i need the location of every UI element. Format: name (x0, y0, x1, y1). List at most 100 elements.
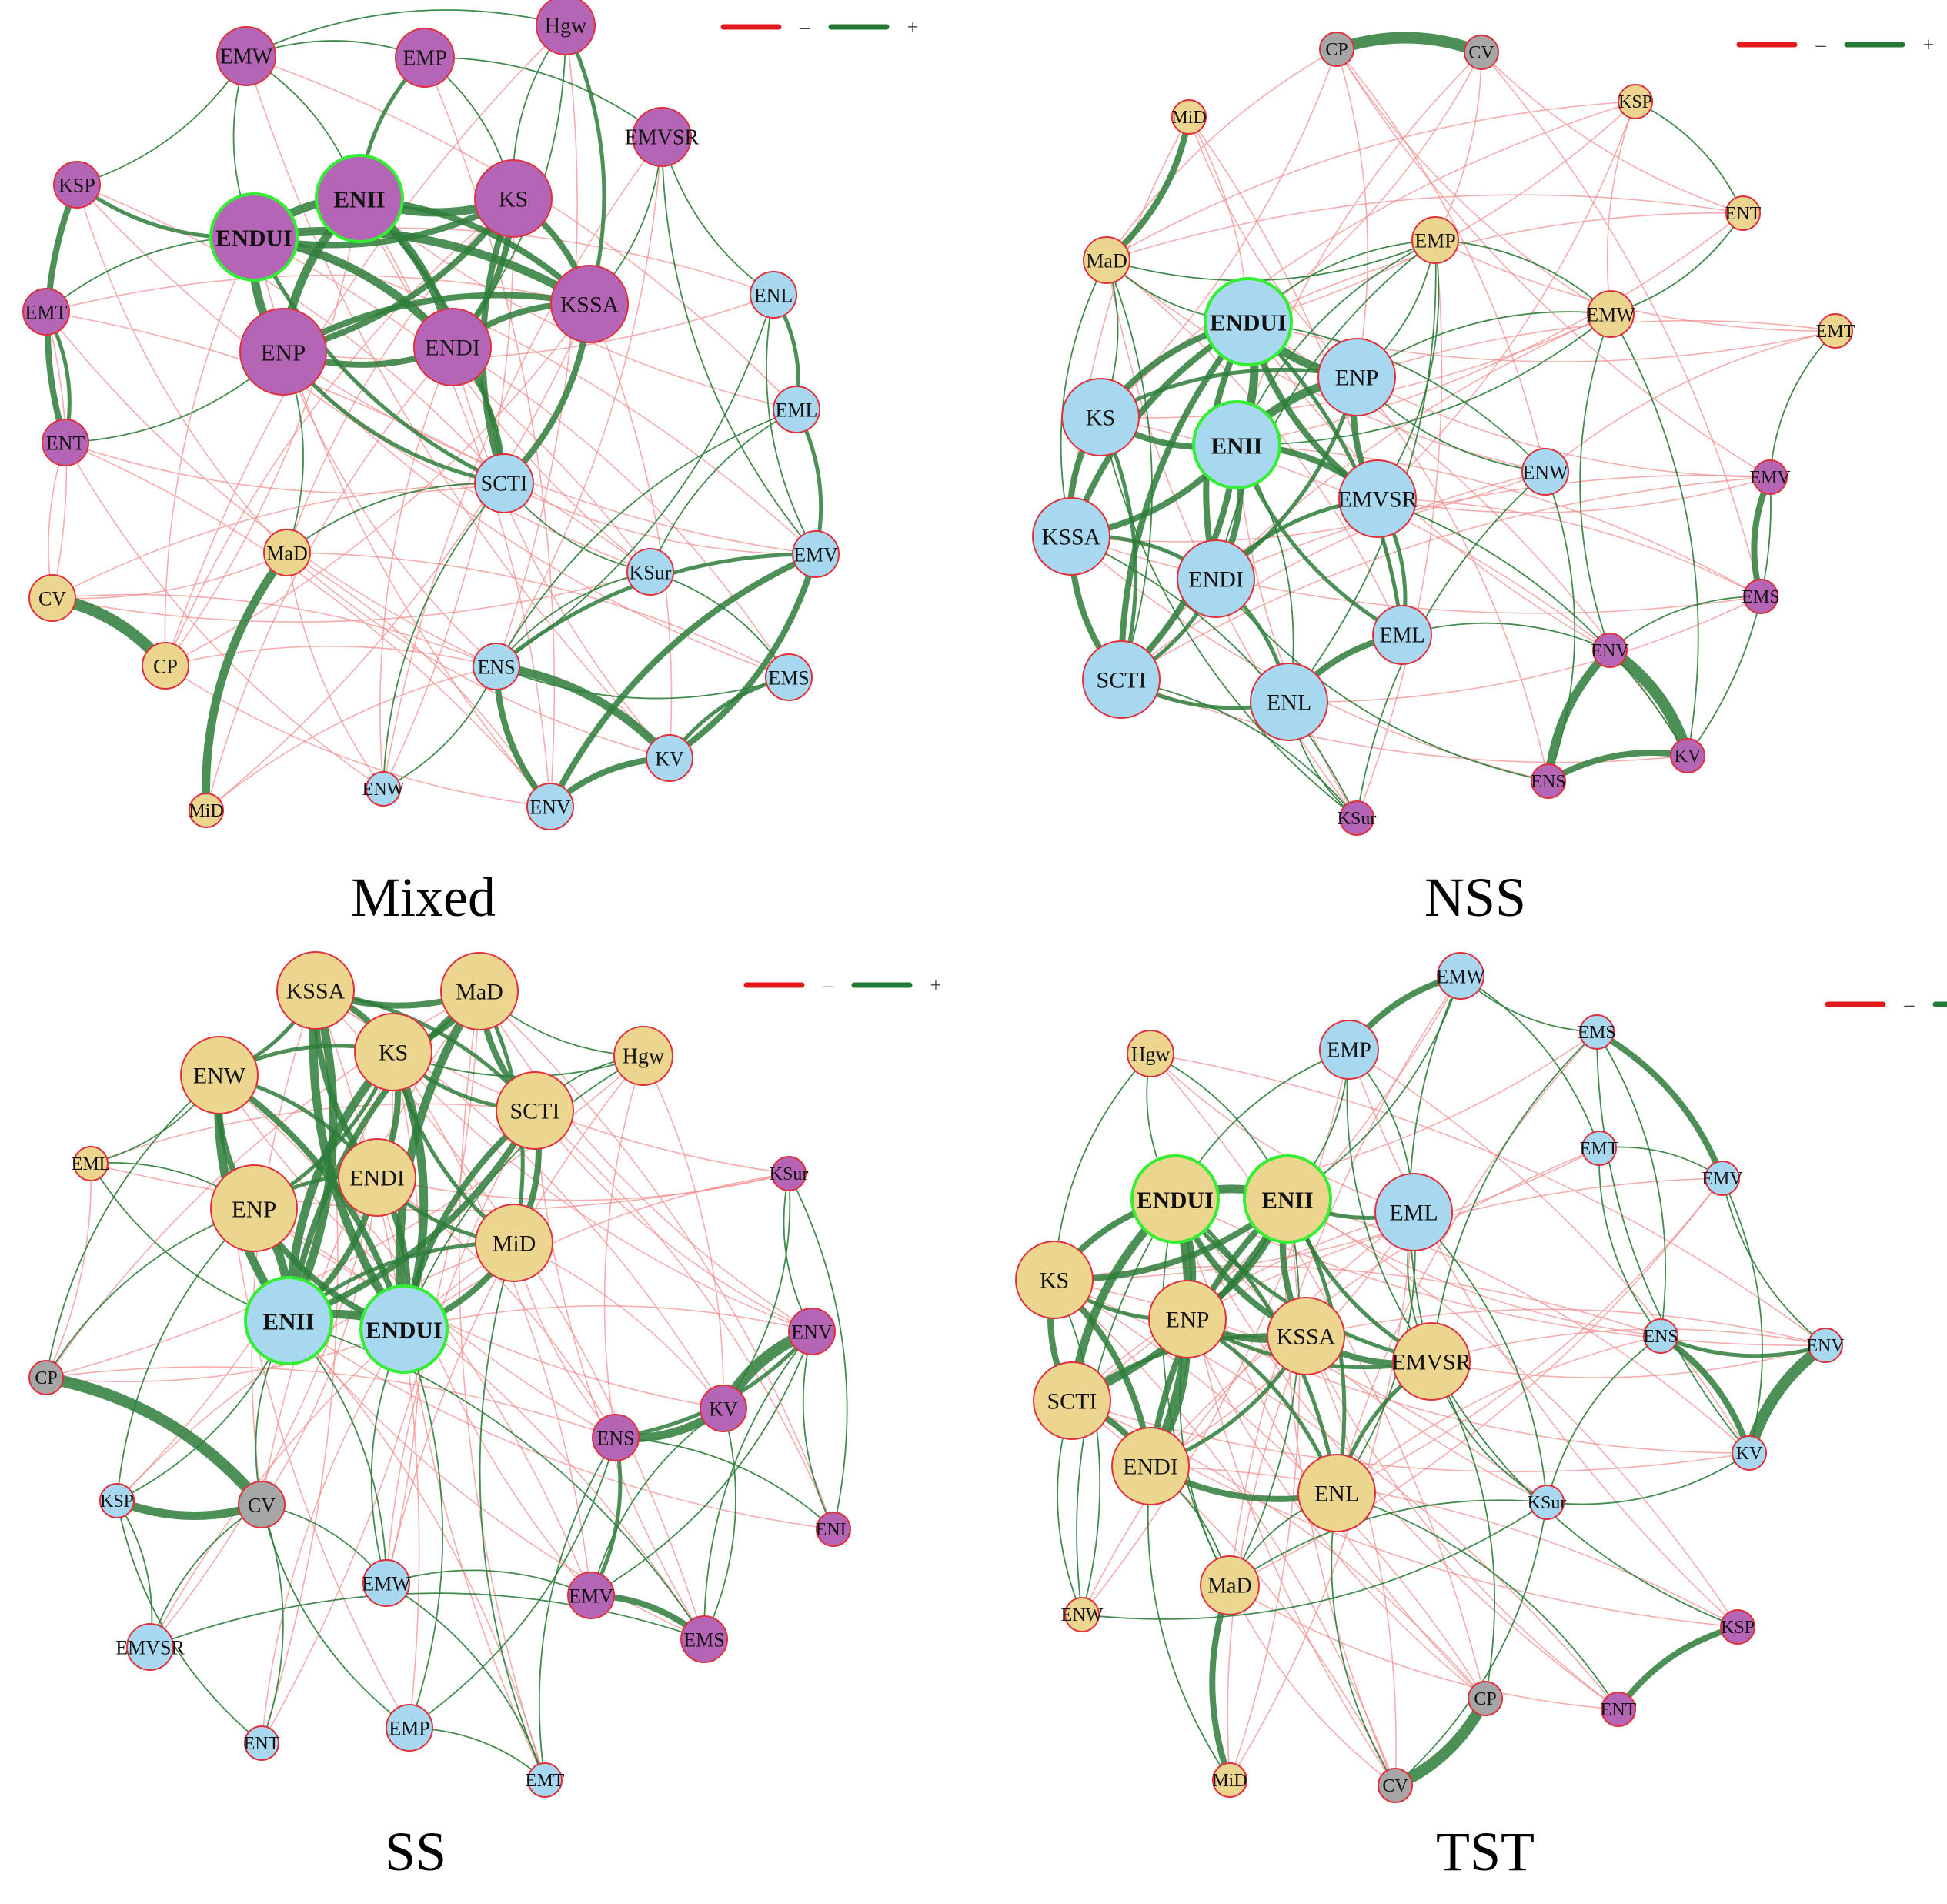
node-circle (567, 1572, 615, 1619)
node-label: ENT (1725, 204, 1762, 224)
node-circle (1531, 763, 1566, 799)
negative-edge (1236, 212, 1744, 446)
negative-edge (1054, 1279, 1396, 1786)
node-enl: ENL (1297, 1454, 1376, 1532)
node-circle (1670, 738, 1705, 773)
positive-edge (666, 551, 819, 761)
node-label: KSP (58, 175, 95, 197)
node-label: ENP (261, 339, 306, 366)
node-circle (1732, 1435, 1767, 1471)
negative-edge (1336, 1031, 1598, 1494)
node-circle (1212, 1762, 1247, 1798)
node-label: KSSA (560, 292, 620, 318)
node-circle (359, 1284, 449, 1374)
negative-edge (1229, 1585, 1396, 1786)
node-ens: ENS (592, 1414, 640, 1461)
positive-edge (615, 1437, 834, 1530)
positive-edge (1545, 750, 1691, 784)
node-ems: EMS (765, 653, 813, 701)
node-label: KV (709, 1398, 738, 1421)
negative-edge (1305, 1308, 1826, 1346)
positive-edge (149, 1592, 705, 1648)
negative-edge (1106, 48, 1338, 261)
node-circle (816, 1512, 851, 1547)
negative-edge (1188, 116, 1358, 378)
positive-edge (496, 409, 797, 667)
positive-edge (1434, 239, 1611, 315)
node-cp: CP (1468, 1681, 1503, 1716)
negative-edge (286, 552, 670, 759)
node-label: ENS (596, 1428, 634, 1450)
node-circle (53, 161, 101, 209)
positive-edge (547, 551, 819, 810)
positive-edge (284, 986, 338, 1325)
nss-caption: NSS (1424, 867, 1526, 928)
node-enw: ENW (1061, 1597, 1104, 1632)
negative-edge (496, 136, 663, 667)
node-emvsr: EMVSR (625, 107, 700, 167)
node-emv: EMV (567, 1572, 615, 1619)
node-label: ENW (1522, 462, 1568, 484)
node-endui: ENDUI (1130, 1154, 1220, 1244)
node-circle (1374, 1173, 1453, 1251)
node-label: CP (35, 1368, 57, 1388)
node-circle (413, 308, 492, 386)
negative-edge (1356, 376, 1549, 782)
node-label: ENDUI (366, 1317, 442, 1344)
node-ks: KS (1061, 378, 1140, 456)
node-env: ENV (526, 783, 574, 830)
node-circle (550, 265, 629, 343)
negative-edge (76, 184, 288, 553)
node-enii: ENII (1192, 400, 1281, 489)
node-label: EMW (1586, 304, 1635, 326)
node-circle (395, 28, 455, 88)
positive-edge (496, 666, 790, 700)
negative-edge (1054, 1279, 1486, 1699)
negative-edge (386, 1055, 644, 1584)
negative-edge (282, 351, 817, 555)
negative-edge (282, 351, 497, 667)
node-circle (1111, 1427, 1190, 1505)
positive-edge (116, 1500, 262, 1744)
node-label: KSur (630, 562, 672, 584)
node-endui: ENDUI (359, 1284, 449, 1374)
node-label: MiD (1212, 1771, 1247, 1791)
node-circle (1579, 1014, 1615, 1050)
positive-edge (1594, 1029, 1725, 1181)
positive-edge (788, 1173, 848, 1530)
node-circle (440, 952, 519, 1030)
node-circle (1200, 1555, 1260, 1615)
node-circle (189, 793, 224, 828)
negative-edge (282, 351, 790, 678)
node-emw: EMW (362, 1559, 411, 1607)
node-circle (1177, 539, 1255, 618)
node-eml: EML (1374, 1173, 1453, 1251)
node-ent: ENT (42, 419, 89, 466)
node-circle (1743, 579, 1778, 614)
node-ksp: KSP (1720, 1609, 1755, 1645)
node-emv: EMV (1702, 1161, 1743, 1196)
node-kssa: KSSA (1032, 497, 1110, 576)
node-endi: ENDI (1177, 539, 1255, 618)
legend-negative-sign: – (1815, 34, 1827, 56)
legend-positive-sign: + (1923, 34, 1935, 56)
negative-edge (253, 1208, 705, 1640)
negative-edge (1356, 239, 1443, 819)
node-ent: ENT (1601, 1692, 1637, 1727)
node-label: Hgw (623, 1045, 665, 1069)
negative-edge (90, 1163, 790, 1211)
node-emv: EMV (1749, 459, 1791, 495)
negative-edge (589, 303, 673, 759)
node-circle (263, 529, 311, 576)
node-circle (73, 1146, 109, 1181)
node-label: EMP (1414, 230, 1455, 252)
positive-edge (116, 1208, 255, 1501)
node-circle (1204, 277, 1293, 366)
node-circle (99, 1483, 135, 1518)
positive-edge (1609, 596, 1762, 651)
negative-edge (261, 990, 480, 1744)
node-label: ENDI (1123, 1455, 1178, 1480)
negative-edge (286, 552, 384, 790)
node-mad: MaD (1083, 236, 1130, 284)
